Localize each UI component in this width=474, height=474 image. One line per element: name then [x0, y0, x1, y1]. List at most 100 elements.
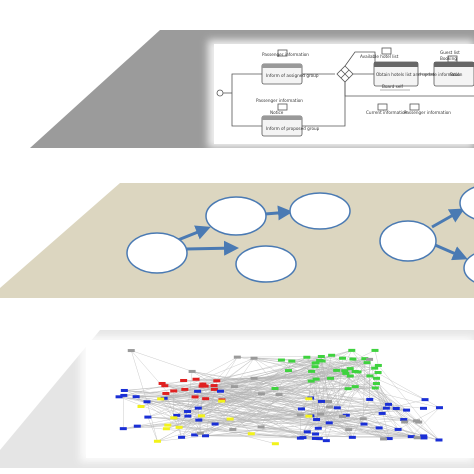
network-node	[119, 427, 127, 431]
network-edge	[205, 370, 345, 387]
network-node	[326, 405, 334, 409]
network-edge	[308, 375, 351, 399]
network-node	[303, 355, 311, 359]
layer-middle-plane	[0, 183, 474, 298]
network-node	[348, 348, 356, 352]
network-edge	[165, 357, 307, 394]
network-node	[311, 436, 319, 440]
network-node	[202, 434, 210, 438]
network-node	[400, 418, 408, 422]
network-edge	[147, 416, 158, 442]
process-label: Board self	[382, 84, 404, 89]
network-node	[277, 358, 285, 362]
network-node	[210, 384, 218, 388]
network-node	[137, 405, 145, 409]
network-edge	[165, 393, 202, 417]
graph-node	[205, 196, 267, 236]
network-node	[345, 428, 353, 432]
layer-middle-graph	[0, 183, 474, 298]
middle-graph-edges	[177, 205, 468, 261]
network-edge	[205, 433, 252, 437]
network-node	[181, 387, 189, 391]
graph-edge	[431, 208, 465, 229]
network-node	[392, 406, 400, 410]
start-event	[216, 89, 224, 97]
network-edge	[221, 399, 252, 434]
network-edge	[374, 350, 379, 366]
process-label: Passenger information	[262, 52, 309, 57]
network-node	[401, 420, 409, 424]
network-node	[363, 361, 371, 365]
network-edge	[131, 350, 148, 402]
network-node	[229, 427, 237, 431]
network-edge	[369, 375, 426, 400]
network-node	[378, 411, 386, 415]
network-node	[158, 381, 166, 385]
network-node	[318, 399, 326, 403]
network-edge	[307, 431, 412, 437]
network-node	[312, 377, 320, 381]
network-node	[303, 430, 311, 434]
process-diagram	[216, 47, 474, 137]
network-node	[188, 369, 196, 373]
network-node	[275, 393, 283, 397]
network-edge	[362, 358, 366, 419]
network-edge	[308, 398, 353, 438]
network-node	[407, 435, 415, 439]
graph-node	[235, 245, 297, 283]
network-node	[325, 399, 333, 403]
network-node	[195, 418, 203, 422]
network-node	[361, 357, 369, 361]
network-node	[115, 395, 123, 399]
network-node	[413, 419, 421, 423]
network-node	[366, 374, 374, 378]
graph-edge	[264, 205, 293, 221]
network-edge	[291, 360, 375, 369]
network-node	[435, 438, 443, 442]
network-node	[315, 437, 323, 441]
network-edge	[187, 371, 193, 412]
network-node	[375, 426, 383, 430]
network-edge	[230, 371, 356, 420]
network-edge	[146, 398, 309, 403]
network-node	[359, 417, 367, 421]
network-edge	[301, 408, 365, 425]
network-edge	[310, 415, 365, 425]
network-edge	[135, 396, 180, 428]
network-node	[233, 355, 241, 359]
network-node	[420, 436, 428, 440]
network-edge	[253, 358, 301, 416]
network-node	[374, 363, 382, 367]
network-node	[194, 389, 202, 393]
network-edge	[378, 365, 440, 441]
network-node	[132, 395, 140, 399]
network-edge	[234, 358, 255, 387]
process-label: Book	[450, 72, 461, 77]
network-node	[341, 369, 349, 373]
network-edge	[253, 378, 311, 399]
network-edge	[191, 371, 304, 438]
network-node	[344, 387, 352, 391]
network-edge	[205, 385, 347, 416]
network-edge	[311, 380, 384, 440]
network-node	[312, 432, 320, 436]
network-node	[271, 442, 279, 446]
network-node	[419, 406, 427, 410]
network-node	[342, 371, 350, 375]
network-edge	[300, 365, 379, 416]
network-node	[216, 389, 224, 393]
network-node	[153, 439, 161, 443]
network-node	[314, 426, 322, 430]
network-node	[322, 439, 330, 443]
network-node	[191, 433, 199, 437]
network-node	[164, 423, 172, 427]
network-edge	[369, 359, 390, 439]
network-edge	[357, 371, 440, 441]
network-edge	[344, 370, 376, 389]
network-node	[170, 416, 178, 420]
network-node	[218, 399, 226, 403]
network-node	[213, 379, 221, 383]
network-edge	[198, 420, 201, 434]
network-node	[297, 407, 305, 411]
network-node	[360, 422, 368, 426]
